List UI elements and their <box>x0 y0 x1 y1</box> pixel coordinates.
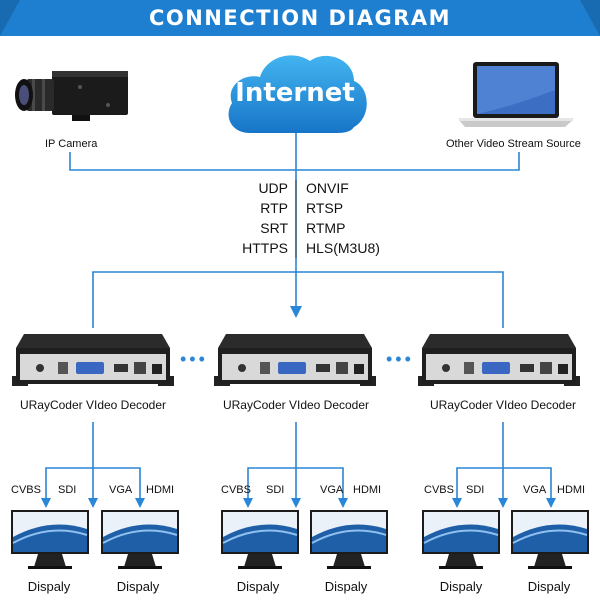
output-label-hdmi: HDMI <box>353 484 382 496</box>
monitor-icon <box>511 510 589 569</box>
video-decoder-icon <box>214 334 376 386</box>
monitor-icon <box>11 510 89 569</box>
display-label: Dispaly <box>236 579 280 594</box>
internet-label: Internet <box>235 78 355 108</box>
protocol-right-2: RTSP <box>306 200 344 216</box>
output-label-sdi: SDI <box>466 484 485 496</box>
display-label: Dispaly <box>527 579 571 594</box>
ellipsis-dots: ••• <box>386 349 414 369</box>
output-label-hdmi: HDMI <box>146 484 175 496</box>
output-label-cvbs: CVBS <box>424 484 454 496</box>
output-label-sdi: SDI <box>58 484 77 496</box>
decoder-label: URayCoder VIdeo Decoder <box>429 398 577 412</box>
output-label-sdi: SDI <box>266 484 285 496</box>
protocol-right-4: HLS(M3U8) <box>306 240 380 256</box>
display-label: Dispaly <box>439 579 483 594</box>
output-label-cvbs: CVBS <box>221 484 251 496</box>
diagram-title: CONNECTION DIAGRAM <box>148 6 452 30</box>
monitor-icon <box>422 510 500 569</box>
decoder-label: URayCoder VIdeo Decoder <box>222 398 370 412</box>
protocol-left-1: UDP <box>258 180 288 196</box>
output-label-vga: VGA <box>109 484 133 496</box>
laptop-icon <box>459 62 573 127</box>
output-label-hdmi: HDMI <box>557 484 586 496</box>
output-label-vga: VGA <box>320 484 344 496</box>
decoder-label: URayCoder VIdeo Decoder <box>19 398 167 412</box>
protocol-left-2: RTP <box>260 200 288 216</box>
monitor-icon <box>221 510 299 569</box>
video-decoder-icon <box>418 334 580 386</box>
protocol-right-1: ONVIF <box>306 180 349 196</box>
output-label-cvbs: CVBS <box>11 484 41 496</box>
ip-camera-icon <box>15 71 128 121</box>
display-label: Dispaly <box>324 579 368 594</box>
title-banner <box>0 0 600 36</box>
output-label-vga: VGA <box>523 484 547 496</box>
monitor-icon <box>101 510 179 569</box>
protocol-left-4: HTTPS <box>242 240 288 256</box>
ellipsis-dots: ••• <box>180 349 208 369</box>
cloud-icon <box>228 55 367 133</box>
display-label: Dispaly <box>27 579 71 594</box>
ip-camera-label: IP Camera <box>45 138 98 150</box>
protocol-right-3: RTMP <box>306 220 346 236</box>
display-label: Dispaly <box>116 579 160 594</box>
laptop-label: Other Video Stream Source <box>446 138 581 150</box>
video-decoder-icon <box>12 334 174 386</box>
protocol-left-3: SRT <box>260 220 288 236</box>
monitor-icon <box>310 510 388 569</box>
